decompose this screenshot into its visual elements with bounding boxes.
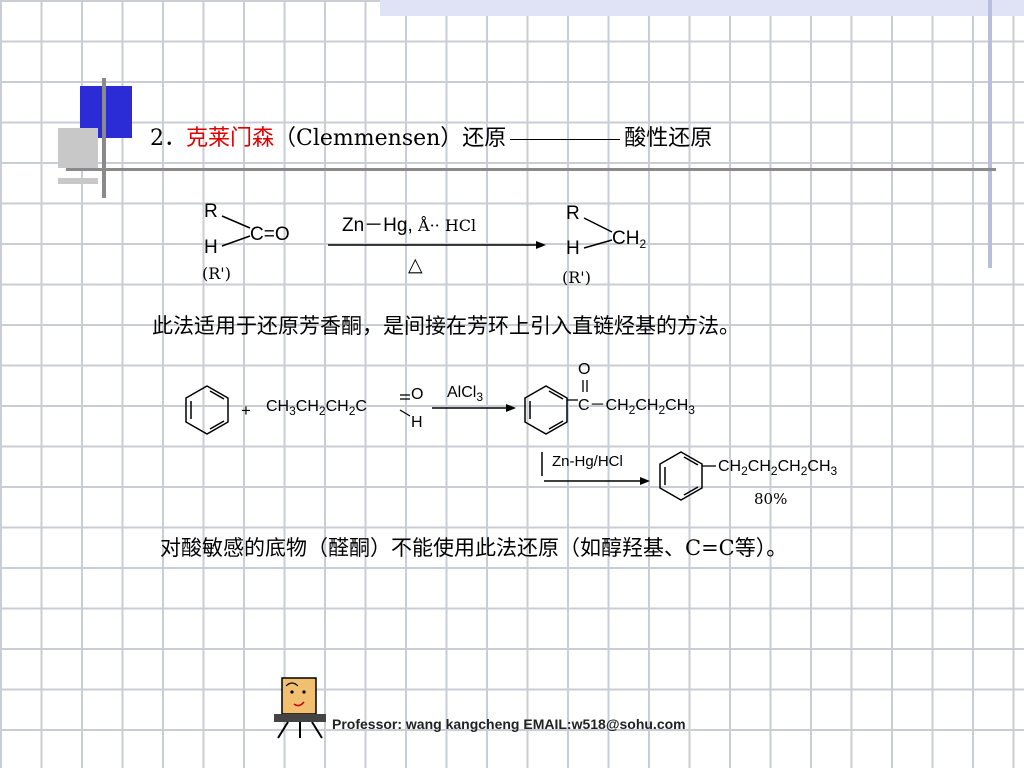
title-paren: （Clemmensen）还原 — [274, 126, 507, 151]
butanal-formula: CH3CH2CH2C — [266, 398, 367, 418]
professor-mascot-icon — [274, 677, 326, 739]
aldehyde-o: O — [411, 386, 424, 403]
grey-accent-strip — [58, 178, 98, 184]
butylbenzene-chain: CH2CH2CH2CH3 — [718, 458, 838, 478]
title-name: 克莱门森 — [186, 126, 275, 151]
top-accent-bar — [380, 0, 1024, 16]
right-accent-bar — [988, 0, 992, 268]
alcl3-label: AlCl3 — [447, 384, 484, 404]
description-line-2: 对酸敏感的底物（醛酮）不能使用此法还原（如醇羟基、C=C等）。 — [160, 536, 788, 560]
title-dash — [510, 138, 621, 140]
heat-symbol: △ — [408, 255, 423, 276]
title-number: 2． — [150, 126, 186, 151]
r-prime-label-2: (R') — [562, 268, 591, 287]
benzene-ring-1 — [185, 385, 229, 435]
h-label: H — [204, 237, 218, 258]
benzene-ring-3 — [659, 451, 703, 501]
h-label-product: H — [566, 238, 580, 259]
znhg-label: Zn-Hg/HCl — [552, 453, 623, 470]
title-underline — [66, 168, 996, 171]
plus-sign: + — [241, 401, 251, 420]
footer-text: Professor: wang kangcheng EMAIL:w518@soh… — [332, 716, 686, 732]
vertical-divider — [102, 78, 106, 198]
yield-label: 80% — [754, 490, 788, 508]
ch2-label: CH2 — [612, 228, 647, 251]
slide-title: 2．克莱门森（Clemmensen）还原 酸性还原 — [150, 120, 712, 152]
title-tail: 酸性还原 — [624, 126, 713, 151]
ketone-chain: C－CH2CH2CH3 — [578, 397, 695, 417]
r-prime-label-1: (R') — [202, 264, 231, 283]
ketone-o: O — [578, 361, 591, 378]
r-label: R — [204, 201, 218, 222]
carbonyl-label: C=O — [250, 224, 290, 245]
reagent-label: Zn－Hg, Å·· HCl — [342, 215, 477, 236]
benzene-ring-2 — [524, 385, 568, 435]
r-label-product: R — [566, 203, 580, 224]
aldehyde-h: H — [411, 414, 423, 431]
description-line-1: 此法适用于还原芳香酮，是间接在芳环上引入直链烃基的方法。 — [152, 314, 740, 338]
grey-accent-square — [58, 128, 98, 168]
